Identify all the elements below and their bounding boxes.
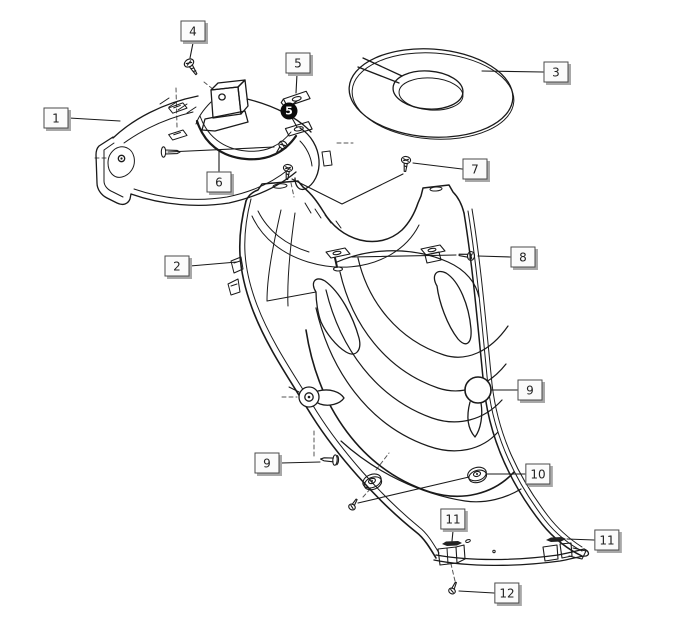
part-12-screw [448,581,457,595]
callout-12: 12 [494,582,520,604]
part-11-clip-right [542,537,573,562]
cover-bracket [195,79,249,132]
callout-7: 7 [462,158,488,180]
part-9-plug [464,376,492,404]
callout-8: 8 [510,246,536,268]
callout-11-right: 11 [594,529,620,551]
part-10-grommet [467,466,488,484]
part-4-screw [183,58,198,76]
callout-11-left: 11 [440,508,466,530]
leader-lines [68,42,595,594]
part-9-screw [319,454,340,466]
part-8-screw [458,251,476,261]
part-10-screw [348,498,358,511]
part-11-clip-left [437,541,466,566]
part-5-clip-mounted [284,121,313,137]
callout-9-upper: 9 [517,379,543,401]
callout-10: 10 [525,463,551,485]
part-3-ring-bezel [348,48,515,140]
panel-clip-right [420,244,446,264]
panel-strap [467,401,483,438]
callout-9-lower: 9 [254,452,280,474]
callout-5: 5 [285,52,311,74]
callout-6: 6 [206,171,232,193]
grommet-lower-left [362,473,383,491]
callout-4: 4 [180,20,206,42]
part-2-front-panel [227,180,590,567]
part-7-screw-left [282,163,294,180]
cover-clip-front [168,102,188,114]
callout-2: 2 [164,255,190,277]
part-6-screw-left [160,146,181,158]
part-6-screw-right [276,140,288,154]
callout-1: 1 [43,107,69,129]
centerline-dashes [94,81,456,582]
callout-5-bubble: 5 [280,102,298,120]
part-7-screw-right [400,155,412,172]
cover-clip-rear [168,129,188,141]
callout-3: 3 [543,61,569,83]
panel-clip-center [325,247,351,272]
